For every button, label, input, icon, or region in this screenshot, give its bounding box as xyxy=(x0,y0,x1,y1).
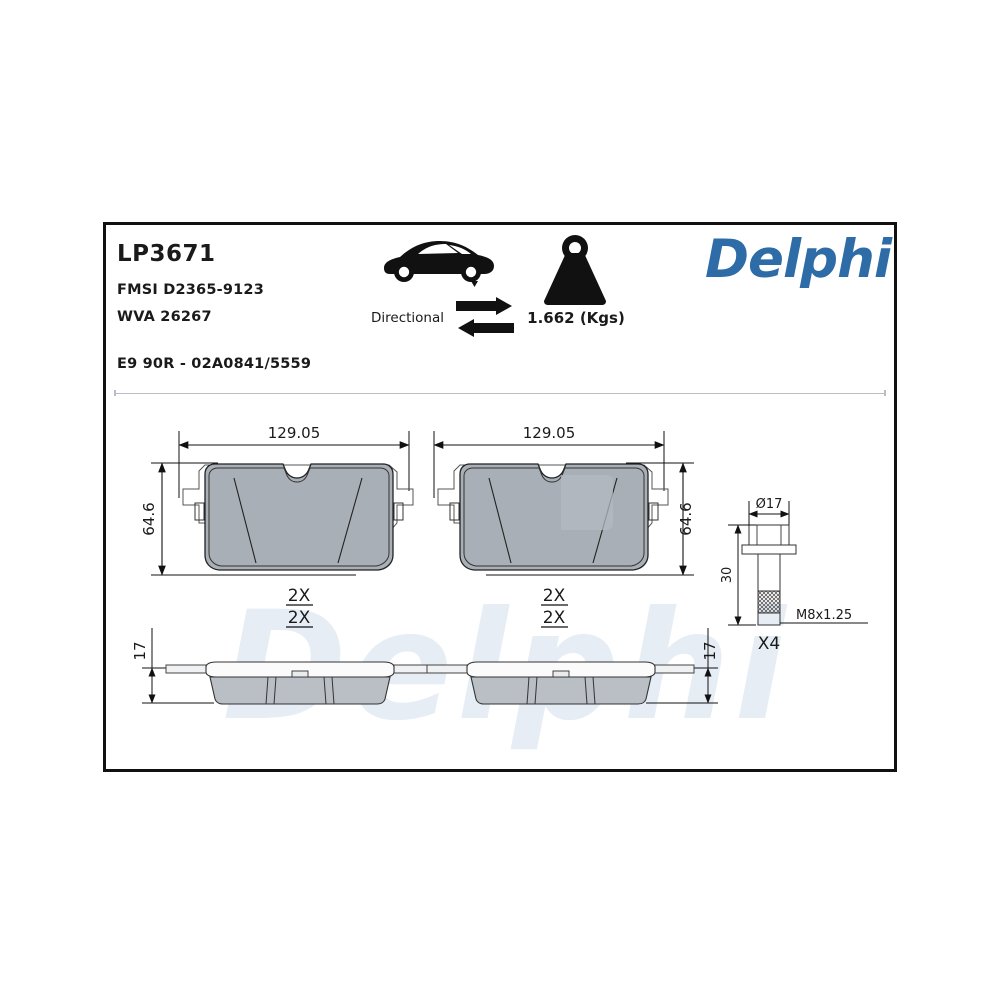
bidirectional-arrows-icon xyxy=(456,297,514,341)
weight-value: 1.662 (Kgs) xyxy=(527,309,625,327)
weight-icon xyxy=(536,233,614,307)
left-pad-plan-view: 129.05 64.6 xyxy=(140,424,414,606)
left-pad-thickness: 17 xyxy=(131,641,149,660)
left-side-quantity: 2X xyxy=(288,608,311,628)
left-pad-side-view: 2X 17 xyxy=(131,608,434,705)
bolt-quantity: X4 xyxy=(758,634,780,654)
delphi-logo: Delphi xyxy=(705,229,892,290)
right-pad-plan-view: 129.05 64.6 2X xyxy=(433,424,695,606)
fmsi-code: FMSI D2365-9123 xyxy=(117,282,264,298)
right-pad-side-view: 2X 17 xyxy=(426,608,719,705)
right-pad-width-value: 129.05 xyxy=(523,424,576,442)
right-side-quantity: 2X xyxy=(543,608,566,628)
left-pad-width-value: 129.05 xyxy=(268,424,321,442)
right-pad-height-value: 64.6 xyxy=(677,502,695,535)
left-pad-quantity: 2X xyxy=(288,586,311,606)
bolt-detail-view: Ø17 30 xyxy=(720,497,868,654)
header: LP3671 FMSI D2365-9123 WVA 26267 E9 90R … xyxy=(106,225,894,383)
right-pad-quantity: 2X xyxy=(543,586,566,606)
left-pad-height-value: 64.6 xyxy=(140,502,158,535)
car-rear-axle-icon xyxy=(378,235,498,287)
wva-code: WVA 26267 xyxy=(117,309,212,325)
bolt-thread-spec: M8x1.25 xyxy=(796,608,852,623)
technical-drawing: 129.05 64.6 xyxy=(106,383,894,769)
separator-right-cap xyxy=(884,390,886,396)
product-identifiers: LP3671 FMSI D2365-9123 WVA 26267 xyxy=(117,241,264,326)
header-separator xyxy=(114,393,886,394)
part-number: LP3671 xyxy=(117,241,216,267)
bolt-length: 30 xyxy=(720,567,735,584)
right-pad-thickness: 17 xyxy=(701,641,719,660)
directional-label: Directional xyxy=(371,310,445,326)
datasheet-frame: Delphi LP3671 FMSI D2365-9123 WVA 26267 … xyxy=(103,222,897,772)
homologation-code: E9 90R - 02A0841/5559 xyxy=(117,356,312,372)
bolt-head-diameter: Ø17 xyxy=(756,497,783,512)
